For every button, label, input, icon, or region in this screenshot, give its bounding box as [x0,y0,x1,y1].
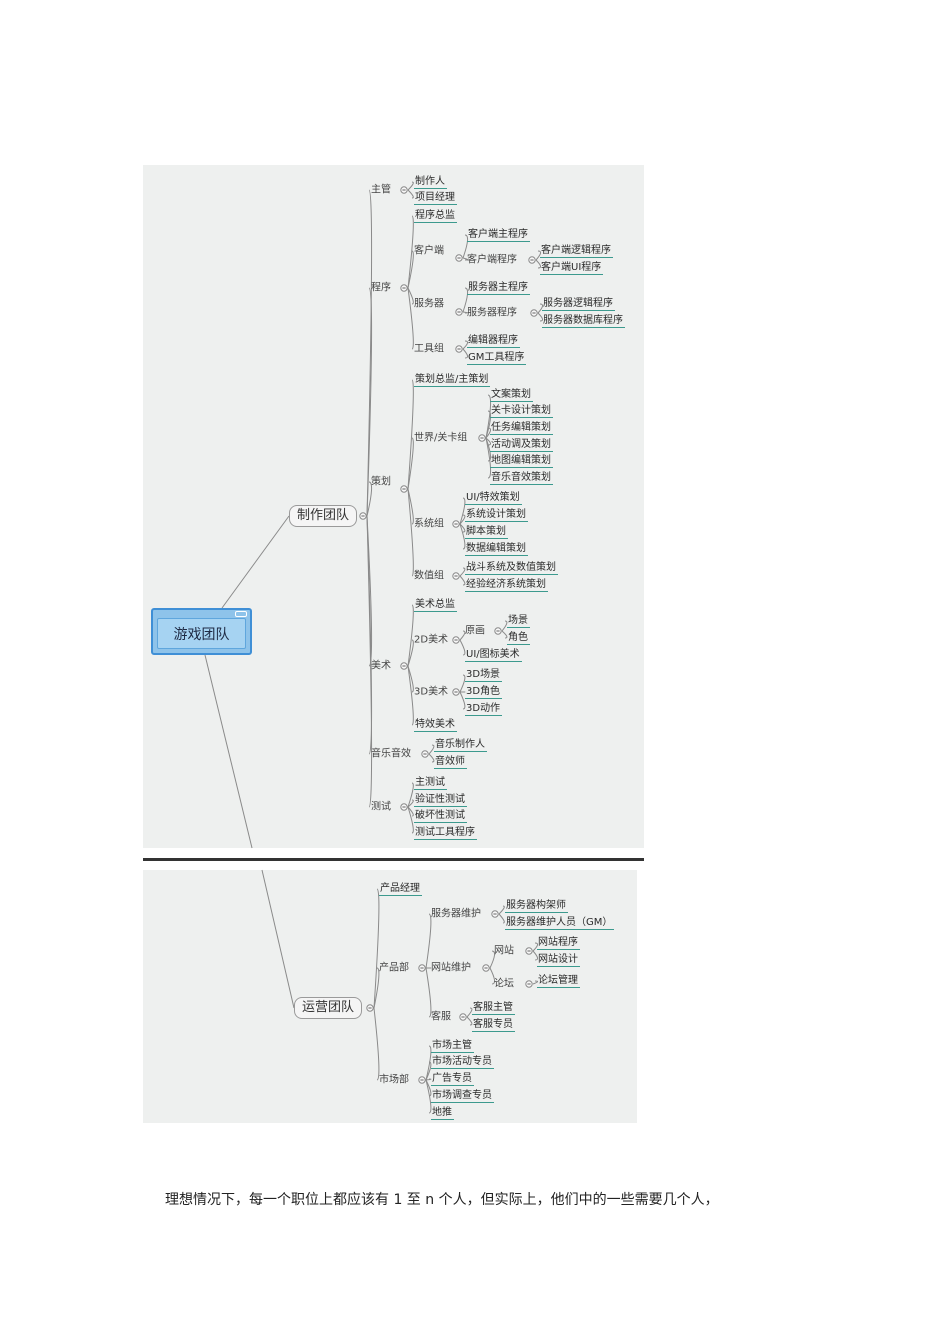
mindmap-leaf[interactable]: UI/图标美术 [465,649,522,662]
branch-numeric[interactable]: 数值组 [414,570,444,582]
branch-qa[interactable]: 测试 [371,801,391,813]
mindmap-leaf[interactable]: 3D场景 [465,669,503,682]
branch-program[interactable]: 程序 [371,282,391,294]
mindmap-leaf[interactable]: 特效美术 [414,719,457,732]
mindmap-leaf[interactable]: 数据编辑策划 [465,543,528,556]
branch-audio[interactable]: 音乐音效 [371,748,411,760]
branch-forum[interactable]: 论坛 [494,978,514,990]
mindmap-leaf[interactable]: UI/特效策划 [465,492,522,505]
branch-concept[interactable]: 原画 [465,625,485,637]
branch-website[interactable]: 网站 [494,945,514,957]
branch-server-maintenance[interactable]: 服务器维护 [431,908,481,920]
mindmap-leaf[interactable]: 论坛管理 [537,975,580,988]
branch-art[interactable]: 美术 [371,660,391,672]
mindmap-leaf[interactable]: 3D角色 [465,686,503,699]
mindmap-leaf[interactable]: 脚本策划 [465,526,508,539]
team-production[interactable]: 制作团队 [289,505,358,527]
root-node[interactable]: 游戏团队 [151,608,252,655]
mindmap-leaf[interactable]: 关卡设计策划 [490,405,553,418]
mindmap-leaf[interactable]: 程序总监 [414,210,457,223]
mindmap-leaf[interactable]: 服务器逻辑程序 [542,298,615,311]
mindmap-leaf[interactable]: 客服专员 [472,1019,515,1032]
branch-system[interactable]: 系统组 [414,518,444,530]
mindmap-leaf[interactable]: 服务器维护人员（GM） [505,917,615,930]
mindmap-leaf[interactable]: 系统设计策划 [465,509,528,522]
collapse-icon [235,611,247,617]
mindmap-leaf[interactable]: 编辑器程序 [467,335,520,348]
mindmap-leaf[interactable]: 市场活动专员 [431,1056,494,1069]
mindmap-leaf[interactable]: 经验经济系统策划 [465,579,548,592]
branch-client-prog[interactable]: 客户端程序 [467,254,517,266]
team-operations[interactable]: 运营团队 [294,997,363,1019]
mindmap-leaf[interactable]: 客户端主程序 [467,229,530,242]
branch-server[interactable]: 服务器 [414,298,444,310]
mindmap-leaf[interactable]: 产品经理 [379,883,422,896]
mindmap-leaf[interactable]: 破坏性测试 [414,810,467,823]
branch-server-prog[interactable]: 服务器程序 [467,307,517,319]
mindmap-leaf[interactable]: 客服主管 [472,1002,515,1015]
mindmap-leaf[interactable]: 美术总监 [414,599,457,612]
mindmap-leaf[interactable]: 制作人 [414,176,447,189]
mindmap-leaf[interactable]: 文案策划 [490,389,533,402]
mindmap-leaf[interactable]: 客户端UI程序 [540,262,604,275]
branch-client[interactable]: 客户端 [414,245,444,257]
branch-customer-service[interactable]: 客服 [431,1011,451,1023]
branch-market[interactable]: 市场部 [379,1074,409,1086]
branch-web-maintenance[interactable]: 网站维护 [431,962,471,974]
mindmap-leaf[interactable]: 市场主管 [431,1040,474,1053]
mindmap-leaf[interactable]: 地推 [431,1107,454,1120]
caption-text: 理想情况下，每一个职位上都应该有 1 至 n 个人，但实际上，他们中的一些需要几… [165,1192,719,1208]
branch-art2d[interactable]: 2D美术 [414,634,449,646]
root-label: 游戏团队 [157,618,246,649]
mindmap-leaf[interactable]: 地图编辑策划 [490,455,553,468]
branch-world[interactable]: 世界/关卡组 [414,432,468,444]
mindmap-leaf[interactable]: 活动调及策划 [490,439,553,452]
mindmap-leaf[interactable]: 任务编辑策划 [490,422,553,435]
mindmap-leaf[interactable]: 策划总监/主策划 [414,374,491,387]
branch-tools[interactable]: 工具组 [414,343,444,355]
branch-supervisor[interactable]: 主管 [371,184,391,196]
mindmap-leaf[interactable]: 角色 [507,632,530,645]
mindmap-leaf[interactable]: 客户端逻辑程序 [540,245,613,258]
mindmap-leaf[interactable]: 市场调查专员 [431,1090,494,1103]
mindmap-leaf[interactable]: 项目经理 [414,192,457,205]
divider [143,858,644,861]
mindmap-leaf[interactable]: 主测试 [414,777,447,790]
branch-product[interactable]: 产品部 [379,962,409,974]
mindmap-leaf[interactable]: 验证性测试 [414,794,467,807]
mindmap-leaf[interactable]: 音乐制作人 [434,739,487,752]
mindmap-leaf[interactable]: 网站程序 [537,937,580,950]
mindmap-leaf[interactable]: 服务器构架师 [505,900,568,913]
mindmap-leaf[interactable]: 网站设计 [537,954,580,967]
mindmap-leaf[interactable]: 广告专员 [431,1073,474,1086]
mindmap-leaf[interactable]: 音乐音效策划 [490,472,553,485]
mindmap-leaf[interactable]: 战斗系统及数值策划 [465,562,558,575]
mindmap-leaf[interactable]: 3D动作 [465,703,503,716]
mindmap-leaf[interactable]: 测试工具程序 [414,827,477,840]
mindmap-leaf[interactable]: 服务器数据库程序 [542,315,625,328]
branch-art3d[interactable]: 3D美术 [414,686,449,698]
branch-design[interactable]: 策划 [371,476,391,488]
mindmap-leaf[interactable]: 服务器主程序 [467,282,530,295]
mindmap-leaf[interactable]: 场景 [507,615,530,628]
mindmap-leaf[interactable]: GM工具程序 [467,352,527,365]
mindmap-leaf[interactable]: 音效师 [434,756,467,769]
